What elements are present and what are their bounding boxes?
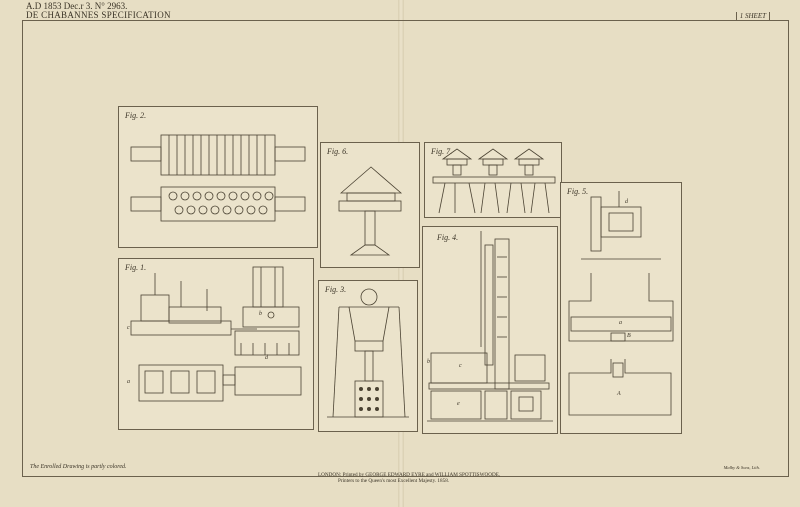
figure-4-panel: Fig. 4. c e b [422, 226, 558, 434]
drawing-border [22, 20, 789, 477]
figure-6-label: Fig. 6. [327, 147, 349, 156]
header-line-1: A.D 1853 Dec.r 3. N° 2963. [26, 1, 128, 11]
figure-1-letter-b: b [259, 311, 262, 317]
header-line-2: DE CHABANNES SPECIFICATION [26, 10, 171, 20]
figure-5-letter-A: A [617, 391, 621, 397]
figure-4-letter-e: e [457, 401, 460, 407]
figure-2-panel: Fig. 2. [118, 106, 318, 248]
printer-imprint: LONDON: Printed by GEORGE EDWARD EYRE an… [318, 472, 500, 484]
figure-4-letter-c: c [459, 363, 462, 369]
figure-4-letter-b: b [427, 359, 430, 365]
figure-6-panel: Fig. 6. [320, 142, 420, 268]
figure-7-drawing [432, 148, 556, 214]
figure-1-panel: Fig. 1. a b c d [118, 258, 314, 430]
figure-1-letter-d: d [265, 355, 268, 361]
figure-5-letter-B: B [627, 333, 631, 339]
figure-5-drawing [568, 191, 674, 416]
engraver-credit: Malby & Sons, Lith. [723, 465, 760, 470]
figure-7-label: Fig. 7. [431, 147, 453, 156]
figure-1-label: Fig. 1. [125, 263, 147, 272]
figure-4-drawing [427, 231, 553, 422]
figure-5-panel: Fig. 5. d a B A [560, 182, 682, 434]
figure-5-letter-d: d [625, 199, 628, 205]
figure-4-label: Fig. 4. [437, 233, 459, 242]
figure-2-drawing [130, 134, 306, 222]
specification-header: A.D 1853 Dec.r 3. N° 2963. DE CHABANNES … [26, 2, 171, 20]
figure-3-panel: Fig. 3. [318, 280, 418, 432]
imprint-line-1: LONDON: Printed by GEORGE EDWARD EYRE an… [318, 472, 501, 478]
sheet-label: 1 SHEET [735, 12, 770, 20]
figure-1-letter-a: a [127, 379, 130, 385]
figure-7-panel: Fig. 7. [424, 142, 562, 218]
figure-5-letter-a: a [619, 320, 622, 326]
figure-2-label: Fig. 2. [125, 111, 147, 120]
figure-1-letter-c: c [127, 325, 130, 331]
figure-3-drawing [327, 288, 409, 418]
colored-drawing-note: The Enrolled Drawing is partly colored. [30, 464, 127, 470]
imprint-line-2: Printers to the Queen's most Excellent M… [338, 478, 450, 484]
figure-5-label: Fig. 5. [567, 187, 589, 196]
figure-6-drawing [338, 166, 403, 256]
figure-1-drawing [130, 266, 302, 402]
figure-3-label: Fig. 3. [325, 285, 347, 294]
